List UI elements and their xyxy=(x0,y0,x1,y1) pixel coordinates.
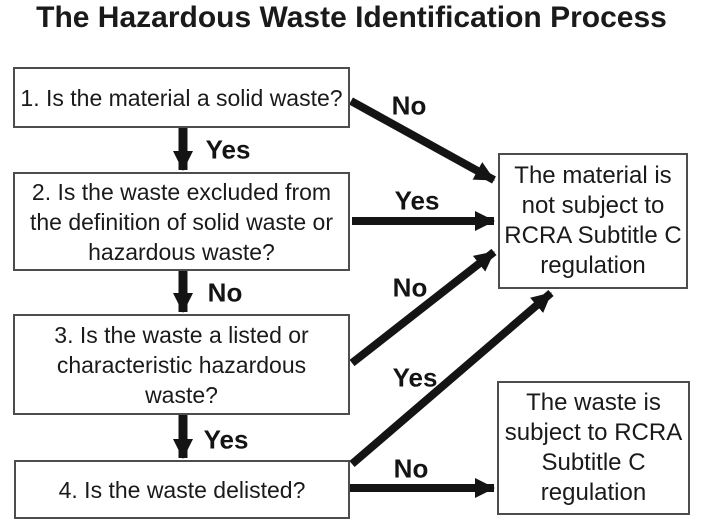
step4-box: 4. Is the waste delisted? xyxy=(14,460,350,519)
edge-label-step3-no: No xyxy=(392,272,428,303)
arrow-step4-yes-to-not-subject xyxy=(349,289,554,468)
edge-label-step4-yes: Yes xyxy=(392,362,438,393)
edge-label-step3-yes: Yes xyxy=(203,424,249,455)
outcome-not-subject-box: The material is not subject to RCRA Subt… xyxy=(498,153,688,289)
edge-label-step1-yes: Yes xyxy=(205,134,251,165)
step1-box: 1. Is the material a solid waste? xyxy=(13,67,350,128)
step3-box: 3. Is the waste a listed or characterist… xyxy=(13,314,350,415)
edge-label-step1-no: No xyxy=(391,90,427,121)
edge-label-step2-no: No xyxy=(207,277,243,308)
arrow-step3-no-to-not-subject xyxy=(349,248,497,367)
arrow-step1-no-to-not-subject xyxy=(349,97,496,184)
outcome-subject-box: The waste is subject to RCRA Subtitle C … xyxy=(497,381,690,515)
edge-label-step4-no: No xyxy=(393,453,429,484)
diagram-title: The Hazardous Waste Identification Proce… xyxy=(36,1,667,34)
edge-label-step2-yes: Yes xyxy=(394,185,440,216)
step2-box: 2. Is the waste excluded from the defini… xyxy=(13,172,350,271)
